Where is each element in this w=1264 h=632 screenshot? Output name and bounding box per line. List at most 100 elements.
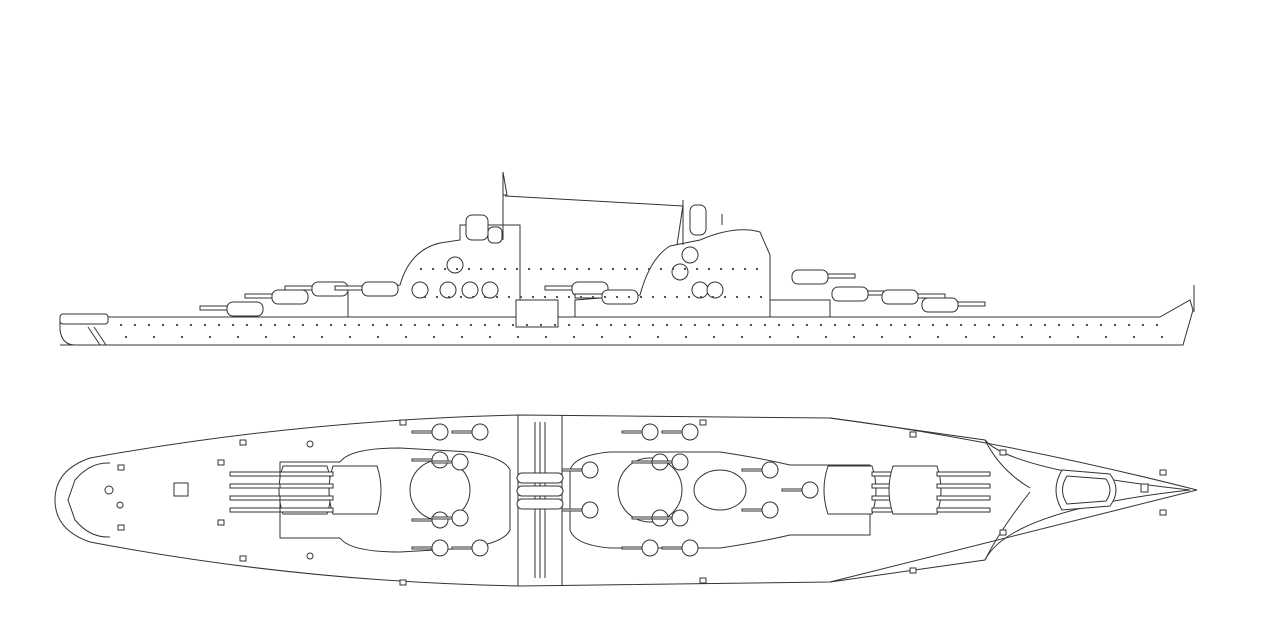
bow-deck-line: [829, 417, 1191, 583]
porthole: [708, 324, 710, 326]
porthole: [498, 324, 500, 326]
porthole: [517, 336, 519, 338]
plan-gun-barrel: [229, 495, 284, 501]
boat-stack: [516, 485, 564, 497]
porthole: [321, 336, 323, 338]
porthole: [720, 268, 722, 270]
porthole: [556, 296, 558, 298]
porthole: [428, 324, 430, 326]
porthole: [237, 336, 239, 338]
profile-secondary-mount: [461, 281, 479, 299]
porthole: [564, 268, 566, 270]
porthole: [544, 296, 546, 298]
plan-secondary-barrel: [451, 430, 473, 434]
plan-secondary-barrel: [561, 508, 583, 512]
porthole: [436, 296, 438, 298]
plan-gun-barrel: [936, 507, 991, 513]
porthole: [792, 324, 794, 326]
aft-rangefinder: [487, 226, 503, 244]
bow-hatch-inner: [1062, 475, 1111, 505]
porthole: [1049, 336, 1051, 338]
profile-turrets: [199, 246, 986, 317]
porthole: [629, 336, 631, 338]
porthole: [472, 296, 474, 298]
profile-gun-barrel: [827, 273, 856, 279]
porthole: [1114, 324, 1116, 326]
porthole: [1086, 324, 1088, 326]
profile-secondary-mount: [446, 256, 464, 274]
porthole: [540, 324, 542, 326]
profile-turret: [271, 289, 309, 305]
porthole: [732, 268, 734, 270]
porthole: [588, 268, 590, 270]
stern-capstan: [104, 485, 114, 495]
porthole: [582, 324, 584, 326]
bow-fitting: [1140, 483, 1149, 493]
plan-secondary-barrel: [431, 460, 453, 464]
profile-secondary-mount: [706, 281, 724, 299]
deck-bollard: [117, 524, 125, 531]
plan-secondary-barrel: [741, 468, 763, 472]
porthole: [965, 336, 967, 338]
porthole: [520, 296, 522, 298]
aft-director: [465, 214, 489, 241]
deck-bollard: [239, 439, 247, 446]
plan-secondary-barrel: [411, 430, 433, 434]
plan-secondary-mount: [671, 509, 689, 527]
porthole: [456, 324, 458, 326]
porthole: [624, 268, 626, 270]
deck-bollard: [699, 577, 707, 584]
porthole: [890, 324, 892, 326]
porthole: [148, 324, 150, 326]
rigging-wire: [504, 195, 684, 207]
boat-stack: [516, 472, 564, 484]
deck-bollard: [217, 519, 225, 526]
porthole: [528, 268, 530, 270]
bow-breakwater: [984, 439, 1031, 561]
porthole: [508, 296, 510, 298]
profile-secondary-mount: [439, 281, 457, 299]
porthole: [680, 324, 682, 326]
plan-secondary-mount: [471, 539, 489, 557]
porthole: [713, 336, 715, 338]
porthole: [232, 324, 234, 326]
profile-gun-barrel: [574, 293, 603, 299]
porthole: [736, 324, 738, 326]
plan-secondary-mount: [681, 423, 699, 441]
porthole: [576, 268, 578, 270]
plan-secondary-mount: [761, 501, 779, 519]
porthole: [636, 268, 638, 270]
deck-bollard: [1159, 469, 1167, 476]
porthole: [712, 296, 714, 298]
porthole: [176, 324, 178, 326]
plan-gun-barrel: [279, 507, 334, 513]
porthole: [442, 324, 444, 326]
porthole: [741, 336, 743, 338]
profile-gun-barrel: [284, 285, 313, 291]
plan-gun-barrel: [229, 507, 284, 513]
plan-secondary-barrel: [661, 430, 683, 434]
porthole: [377, 336, 379, 338]
profile-turret: [921, 297, 959, 313]
porthole: [904, 324, 906, 326]
plan-secondary-mount: [641, 539, 659, 557]
porthole: [1030, 324, 1032, 326]
porthole: [125, 336, 127, 338]
porthole: [1077, 336, 1079, 338]
profile-gun-barrel: [917, 293, 946, 299]
porthole: [756, 268, 758, 270]
profile-turret: [361, 281, 399, 297]
plan-secondary-mount: [431, 539, 449, 557]
porthole: [708, 268, 710, 270]
profile-gun-barrel: [199, 305, 228, 311]
boat-stack: [516, 498, 564, 510]
porthole: [489, 336, 491, 338]
porthole: [748, 296, 750, 298]
porthole: [349, 336, 351, 338]
porthole: [480, 268, 482, 270]
plan-secondary-mount: [471, 423, 489, 441]
porthole: [825, 336, 827, 338]
porthole: [492, 268, 494, 270]
forward-tower-plan: [693, 469, 747, 511]
